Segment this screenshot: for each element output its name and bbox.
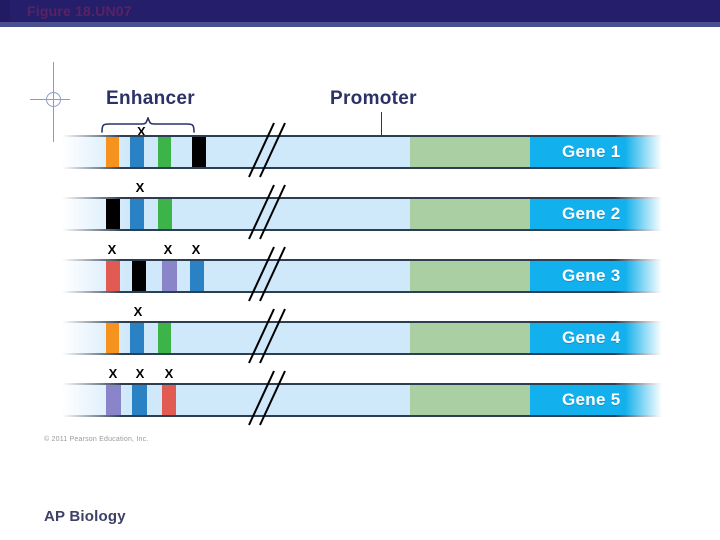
control-element [106, 323, 119, 353]
control-element [162, 261, 177, 291]
control-element [158, 137, 171, 167]
enhancer-label: Enhancer [106, 88, 195, 109]
gene-row: Gene 1 [62, 122, 662, 178]
control-element [192, 137, 206, 167]
slide-header-inner [10, 0, 720, 22]
gene-row: Gene 5 [62, 370, 662, 426]
control-element [190, 261, 204, 291]
mutation-marker: X [163, 242, 173, 257]
gene-label: Gene 2 [562, 204, 621, 223]
gene-row: Gene 4 [62, 308, 662, 364]
dna-outline-top [62, 383, 662, 385]
gene-region [530, 199, 662, 229]
control-element [132, 261, 146, 291]
control-element [158, 323, 171, 353]
mutation-marker: X [135, 366, 145, 381]
gene-row: Gene 2 [62, 184, 662, 240]
gene-region [530, 323, 662, 353]
dna-outline-bottom [62, 167, 662, 169]
header-underline [0, 22, 720, 27]
control-element [158, 199, 172, 229]
gene-region [530, 261, 662, 291]
mutation-marker: X [135, 180, 145, 195]
gene-region [530, 137, 662, 167]
dna-outline-bottom [62, 415, 662, 417]
gene-row: Gene 3 [62, 246, 662, 302]
enhancer-brace [100, 117, 196, 133]
gene-label: Gene 3 [562, 266, 621, 285]
control-element [106, 199, 120, 229]
control-element [130, 137, 144, 167]
course-label: AP Biology [44, 508, 126, 525]
promoter-region [410, 261, 530, 291]
dna-outline-top [62, 321, 662, 323]
mutation-marker: X [164, 366, 174, 381]
gene-label: Gene 4 [562, 328, 621, 347]
control-element [130, 323, 144, 353]
control-element [162, 385, 176, 415]
control-element [132, 385, 147, 415]
dna-outline-top [62, 135, 662, 137]
mutation-marker: X [133, 304, 143, 319]
crosshair-circle [46, 92, 61, 107]
dna-outline-bottom [62, 353, 662, 355]
dna-outline-bottom [62, 229, 662, 231]
control-element [130, 199, 144, 229]
registration-crosshair-icon [30, 62, 76, 142]
dna-outline-top [62, 259, 662, 261]
mutation-marker: X [191, 242, 201, 257]
gene-label: Gene 5 [562, 390, 621, 409]
promoter-region [410, 385, 530, 415]
dna-outline-top [62, 197, 662, 199]
promoter-region [410, 137, 530, 167]
gene-region [530, 385, 662, 415]
copyright-notice: © 2011 Pearson Education, Inc. [44, 436, 149, 443]
promoter-region [410, 199, 530, 229]
promoter-region [410, 323, 530, 353]
enhancer-brace-marker: X [137, 124, 146, 139]
mutation-marker: X [108, 366, 118, 381]
dna-outline-bottom [62, 291, 662, 293]
slide-title: Figure 18.UN07 [27, 3, 132, 19]
gene-label: Gene 1 [562, 142, 621, 161]
control-element [106, 385, 121, 415]
control-element [106, 261, 120, 291]
control-element [106, 137, 119, 167]
promoter-label: Promoter [330, 88, 417, 109]
slide-header-bar: Figure 18.UN07 [0, 0, 720, 27]
mutation-marker: X [107, 242, 117, 257]
